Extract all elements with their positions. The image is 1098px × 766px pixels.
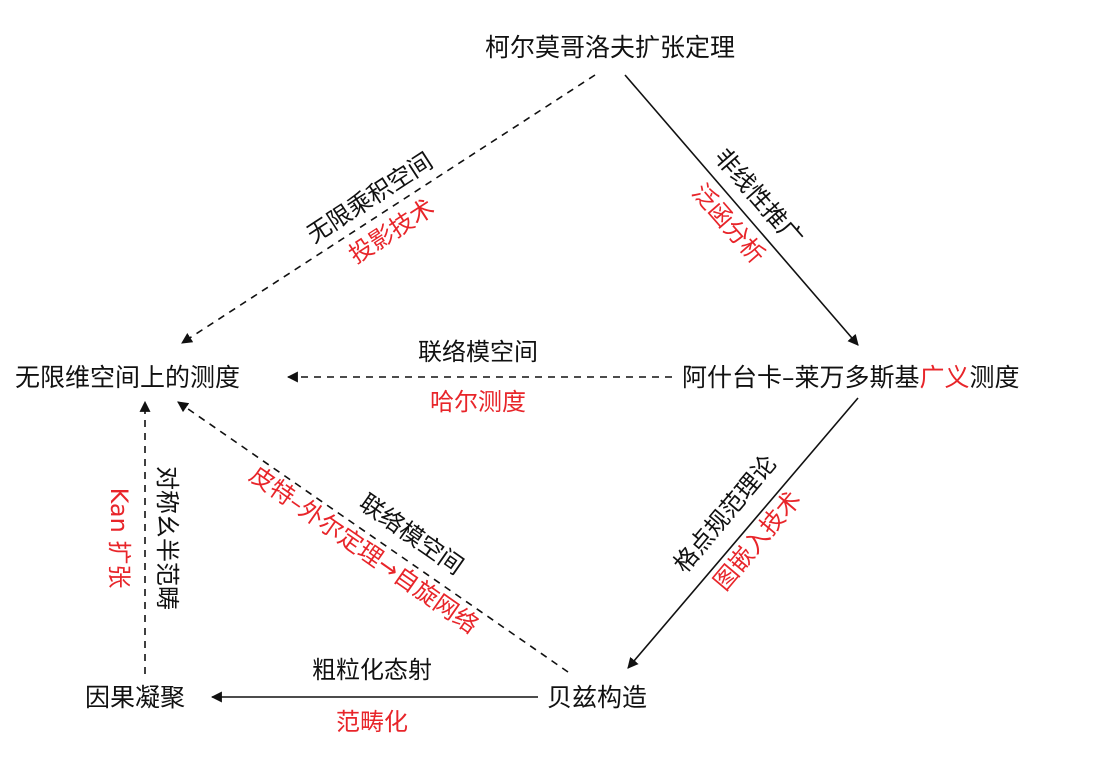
label-group-causal-infinite: 对称幺半范畴 Kan 扩张 (105, 466, 181, 610)
node-infinite-measure: 无限维空间上的测度 (15, 363, 240, 392)
label-haar-measure: 哈尔测度 (430, 388, 526, 416)
edge-kolmogorov-to-ashtekar (624, 74, 859, 346)
node-causal: 因果凝聚 (85, 683, 185, 712)
label-coarse-graining-morphism: 粗粒化态射 (312, 656, 432, 684)
edge-baez-to-infinite (177, 401, 569, 673)
label-symmetric-monoidal-category: 对称幺半范畴 (153, 466, 181, 610)
node-ashtekar-prefix: 阿什台卡–莱万多斯基 (682, 363, 920, 392)
node-ashtekar-accent: 广义 (920, 363, 970, 392)
edge-ashtekar-to-baez (627, 397, 859, 669)
label-categorification: 范畴化 (336, 708, 408, 736)
node-kolmogorov: 柯尔莫哥洛夫扩张定理 (485, 33, 735, 62)
label-group-baez-infinite: 联络模空间 皮特–外尔定理→自旋网络 (244, 461, 483, 640)
label-group-kolmogorov-ashtekar: 非线性推广 泛函分析 (686, 143, 808, 269)
label-connection-moduli-space-top: 联络模空间 (418, 338, 538, 366)
label-group-kolmogorov-infinite: 无限乘积空间 投影技术 (302, 147, 440, 269)
node-ashtekar-suffix: 测度 (970, 363, 1020, 392)
label-group-ashtekar-baez: 格点规范理论 图嵌入技术 (668, 450, 806, 596)
node-baez: 贝兹构造 (547, 683, 647, 712)
edge-kolmogorov-to-infinite (181, 74, 596, 344)
label-kan-extension: Kan 扩张 (105, 488, 133, 589)
node-ashtekar: 阿什台卡–莱万多斯基广义测度 (682, 363, 1020, 392)
